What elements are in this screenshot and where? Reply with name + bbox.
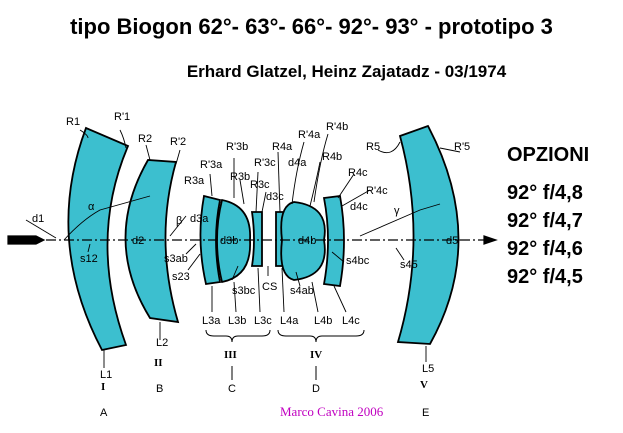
thickness-d5: d5: [446, 235, 458, 247]
axis-arrow-icon: [483, 235, 498, 245]
group-5-roman: V: [420, 379, 428, 391]
option-1: 92° f/4,8: [507, 182, 583, 204]
thickness-d2: d2: [132, 235, 144, 247]
lens-l4c: [322, 195, 345, 287]
spacing-s4bc: s4bc: [346, 255, 370, 267]
option-4: 92° f/4,5: [507, 266, 583, 288]
element-l4b: L4b: [314, 315, 332, 327]
surface-r3c: R3c: [250, 179, 270, 191]
surface-r4b-prime: R'4b: [326, 121, 348, 133]
angle-gamma: γ: [394, 205, 400, 217]
optical-axis: [7, 235, 498, 245]
element-l4c: L4c: [342, 315, 360, 327]
lens-l5: [396, 124, 460, 345]
group-4-roman: IV: [310, 349, 322, 361]
surface-r5: R5: [366, 141, 380, 153]
surface-r3a: R3a: [184, 175, 205, 187]
group-5-letter: E: [422, 407, 429, 419]
leader-lines: [25, 129, 470, 287]
surface-r5-prime: R'5: [454, 141, 470, 153]
group-1-roman: I: [101, 381, 105, 393]
thickness-d4c: d4c: [350, 201, 368, 213]
spacing-cs: CS: [262, 281, 277, 293]
thickness-d4a: d4a: [288, 157, 307, 169]
spacing-s4ab: s4ab: [290, 285, 314, 297]
group-braces: [205, 329, 365, 380]
surface-r3b: R3b: [230, 171, 250, 183]
lens-l2: [124, 159, 180, 324]
incoming-ray-arrow-icon: [7, 235, 46, 245]
angle-beta: β: [176, 215, 182, 227]
lens-l3c: [250, 211, 263, 267]
element-l3c: L3c: [254, 315, 272, 327]
option-2: 92° f/4,7: [507, 210, 583, 232]
group-3-letter: C: [228, 383, 236, 395]
surface-r4a: R4a: [272, 141, 293, 153]
group-3-roman: III: [224, 349, 237, 361]
element-l3a: L3a: [202, 315, 221, 327]
surface-r3b-prime: R'3b: [226, 141, 248, 153]
surface-r3a-prime: R'3a: [200, 159, 223, 171]
lens-l3b: [216, 198, 251, 284]
thickness-d3c: d3c: [266, 191, 284, 203]
element-leaders: [103, 267, 427, 368]
group-4-letter: D: [312, 383, 320, 395]
angle-alpha: α: [88, 201, 95, 213]
options-heading: OPZIONI: [507, 144, 590, 166]
surface-r4b: R4b: [322, 151, 342, 163]
page-subtitle: Erhard Glatzel, Heinz Zajatadz - 03/1974: [186, 62, 507, 81]
element-l1: L1: [100, 369, 112, 381]
thickness-d3a: d3a: [190, 213, 209, 225]
lens-l1: [67, 126, 130, 352]
thickness-d4b: d4b: [298, 235, 316, 247]
surface-r4a-prime: R'4a: [298, 129, 321, 141]
element-l5: L5: [422, 363, 434, 375]
lens-l4b: [280, 201, 326, 281]
surface-r4c: R4c: [348, 167, 368, 179]
spacing-s23: s23: [172, 271, 190, 283]
surface-r2-prime: R'2: [170, 136, 186, 148]
angle-lines: [63, 195, 441, 241]
element-l2: L2: [156, 337, 168, 349]
lens-elements: [67, 124, 460, 352]
group-2-roman: II: [154, 357, 163, 369]
thickness-d1: d1: [32, 213, 44, 225]
surface-r4c-prime: R'4c: [366, 185, 388, 197]
element-l4a: L4a: [280, 315, 299, 327]
surface-r1-prime: R'1: [114, 111, 130, 123]
thickness-d3b: d3b: [220, 235, 238, 247]
surface-r2: R2: [138, 133, 152, 145]
group-2-letter: B: [156, 383, 163, 395]
surface-r1: R1: [66, 116, 80, 128]
spacing-s12: s12: [80, 253, 98, 265]
element-l3b: L3b: [228, 315, 246, 327]
surface-r3c-prime: R'3c: [254, 157, 276, 169]
spacing-s3bc: s3bc: [232, 285, 256, 297]
group-1-letter: A: [100, 407, 108, 419]
page-title: tipo Biogon 62°- 63°- 66°- 92°- 93° - pr…: [70, 14, 553, 39]
spacing-s3ab: s3ab: [164, 253, 188, 265]
credit-text: Marco Cavina 2006: [280, 404, 384, 419]
options-panel: OPZIONI 92° f/4,8 92° f/4,7 92° f/4,6 92…: [507, 144, 589, 291]
option-3: 92° f/4,6: [507, 238, 583, 260]
spacing-s45: s45: [400, 259, 418, 271]
